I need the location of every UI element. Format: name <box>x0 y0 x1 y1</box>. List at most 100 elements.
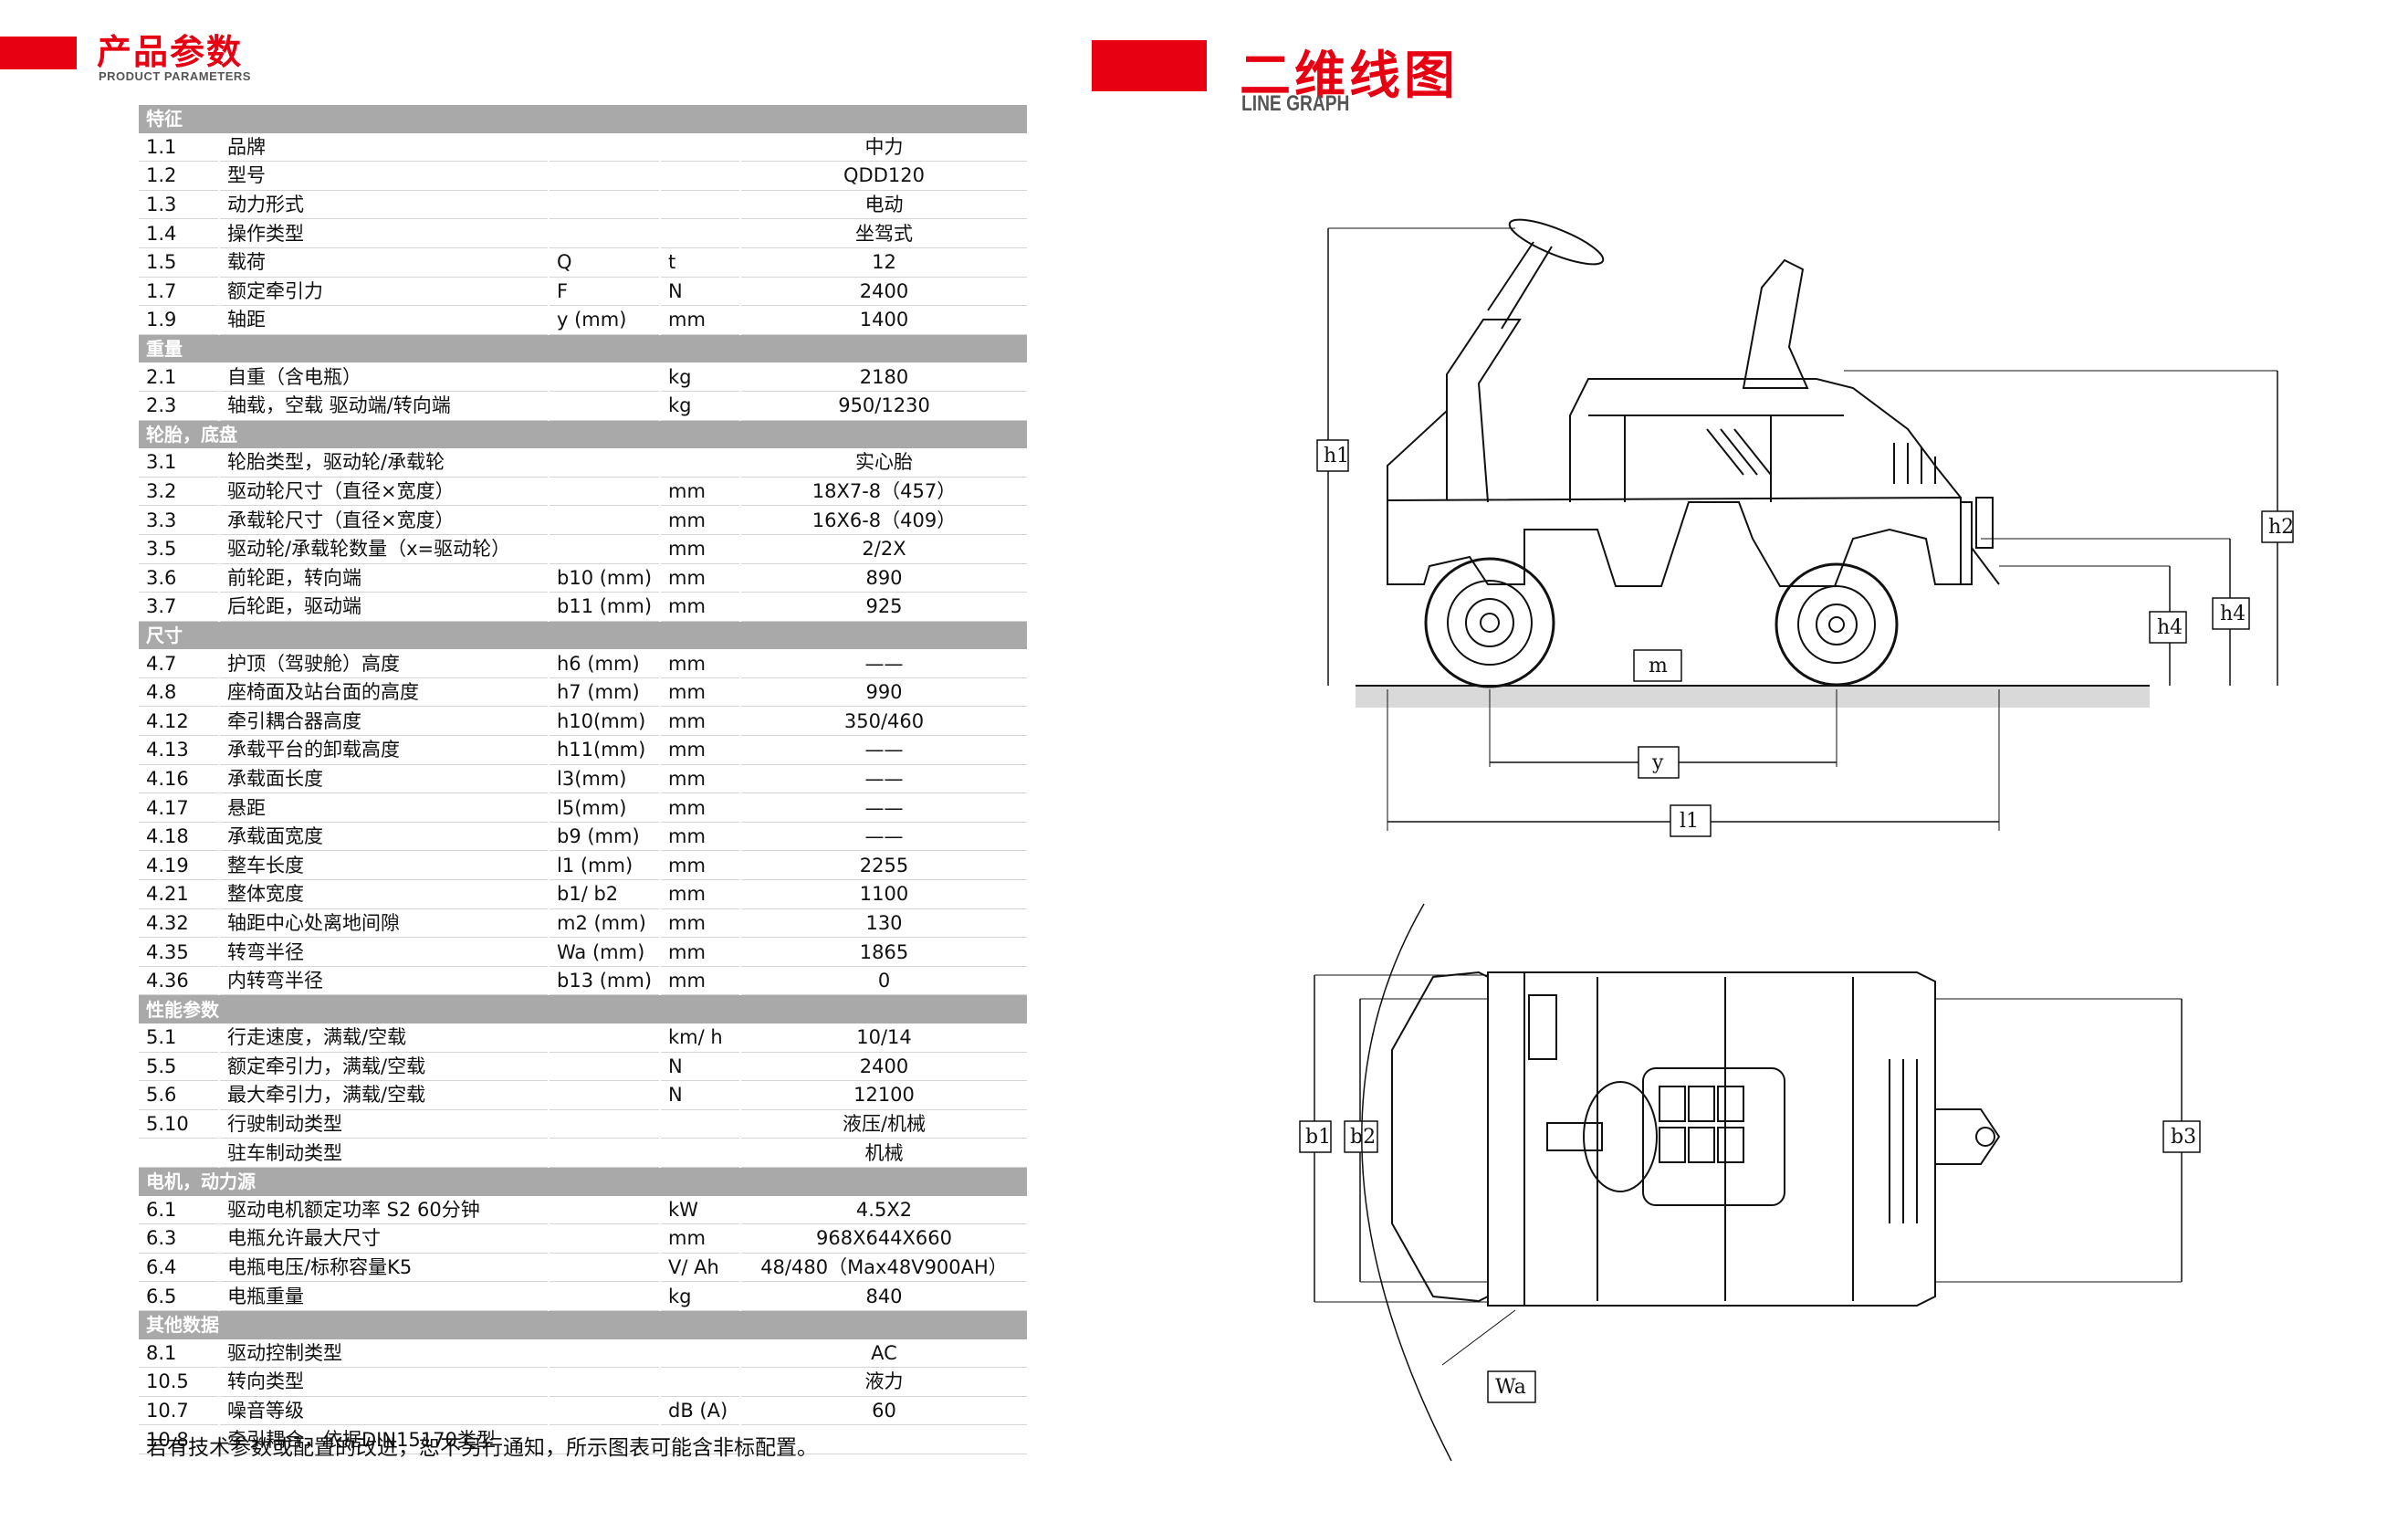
param-number: 4.8 <box>139 677 220 708</box>
param-unit <box>660 1424 741 1454</box>
param-unit: V/ Ah <box>660 1253 741 1283</box>
param-symbol <box>549 534 661 564</box>
param-unit: mm <box>660 822 741 852</box>
header-accent-bar-right <box>1092 40 1207 91</box>
param-name: 转向类型 <box>219 1367 550 1397</box>
section-label: 特征 <box>139 105 1030 133</box>
table-section-header: 轮胎，底盘 <box>139 420 1030 449</box>
section-label: 重量 <box>139 334 1030 363</box>
param-unit: mm <box>660 850 741 881</box>
param-unit: mm <box>660 764 741 794</box>
param-unit: mm <box>660 908 741 939</box>
param-value: 16X6-8（409） <box>740 505 1030 535</box>
param-name: 型号 <box>219 161 550 191</box>
param-unit: mm <box>660 706 741 737</box>
param-name: 悬距 <box>219 792 550 823</box>
param-symbol <box>549 218 661 248</box>
param-symbol <box>549 1223 661 1254</box>
param-symbol: Q <box>549 247 661 278</box>
param-number: 3.1 <box>139 448 220 478</box>
param-name: 内转弯半径 <box>219 966 550 996</box>
param-name: 座椅面及站台面的高度 <box>219 677 550 708</box>
dim-label-b2: b2 <box>1350 1126 1376 1149</box>
section-label: 轮胎，底盘 <box>139 420 1030 449</box>
param-symbol: l1 (mm) <box>549 850 661 881</box>
param-name: 最大牵引力，满载/空载 <box>219 1080 550 1110</box>
dim-label-l1: l1 <box>1680 810 1699 833</box>
param-symbol: h6 (mm) <box>549 649 661 678</box>
param-name: 行走速度，满载/空载 <box>219 1023 550 1053</box>
param-value: 350/460 <box>740 706 1030 737</box>
param-value: 液力 <box>740 1367 1030 1397</box>
param-symbol <box>549 1080 661 1110</box>
param-number: 5.5 <box>139 1052 220 1082</box>
param-unit: mm <box>660 677 741 708</box>
param-name: 动力形式 <box>219 190 550 220</box>
param-value: 950/1230 <box>740 391 1030 421</box>
param-unit <box>660 448 741 478</box>
param-unit <box>660 161 741 191</box>
param-value: 990 <box>740 677 1030 708</box>
param-name: 牵引耦合，依据DIN15170类型 <box>219 1424 550 1454</box>
table-section-header: 电机，动力源 <box>139 1167 1030 1196</box>
param-symbol <box>549 1138 661 1168</box>
param-unit: kg <box>660 391 741 421</box>
param-symbol: h7 (mm) <box>549 677 661 708</box>
param-number: 10.8 <box>139 1424 220 1454</box>
param-number: 6.5 <box>139 1281 220 1311</box>
param-symbol: m2 (mm) <box>549 908 661 939</box>
param-unit <box>660 1338 741 1369</box>
param-symbol: l5(mm) <box>549 792 661 823</box>
param-value: 液压/机械 <box>740 1109 1030 1139</box>
param-name: 牵引耦合器高度 <box>219 706 550 737</box>
dimension-labels: h1 h2 h4 h4 m y l1 b1 b2 b3 Wa <box>1305 445 2294 1399</box>
side-view <box>1316 218 2294 837</box>
param-number: 3.6 <box>139 563 220 593</box>
param-value: —— <box>740 649 1030 678</box>
param-symbol <box>549 1396 661 1426</box>
param-symbol <box>549 1109 661 1139</box>
param-unit <box>660 218 741 248</box>
param-symbol: h11(mm) <box>549 735 661 765</box>
param-value: 1100 <box>740 879 1030 909</box>
dim-label-b1: b1 <box>1305 1126 1331 1149</box>
param-value: 18X7-8（457） <box>740 477 1030 507</box>
param-name: 额定牵引力，满载/空载 <box>219 1052 550 1082</box>
param-symbol <box>549 1338 661 1369</box>
param-value: 坐驾式 <box>740 218 1030 248</box>
param-name: 行驶制动类型 <box>219 1109 550 1139</box>
param-name: 承载面长度 <box>219 764 550 794</box>
param-value: 48/480（Max48V900AH） <box>740 1253 1030 1283</box>
param-value: 890 <box>740 563 1030 593</box>
param-number: 4.7 <box>139 649 220 678</box>
param-name: 噪音等级 <box>219 1396 550 1426</box>
param-name: 整车长度 <box>219 850 550 881</box>
param-name: 承载平台的卸载高度 <box>219 735 550 765</box>
param-value: 130 <box>740 908 1030 939</box>
param-number: 3.2 <box>139 477 220 507</box>
param-unit: N <box>660 1080 741 1110</box>
param-symbol <box>549 132 661 163</box>
param-value: 0 <box>740 966 1030 996</box>
table-row: 驻车制动类型机械 <box>139 1138 1030 1168</box>
param-number: 6.1 <box>139 1195 220 1225</box>
section-subtitle-product-params: PRODUCT PARAMETERS <box>99 69 251 83</box>
param-symbol <box>549 505 661 535</box>
param-number: 1.1 <box>139 132 220 163</box>
param-symbol <box>549 1253 661 1283</box>
param-symbol <box>549 1052 661 1082</box>
param-symbol <box>549 1281 661 1311</box>
param-value: 2/2X <box>740 534 1030 564</box>
